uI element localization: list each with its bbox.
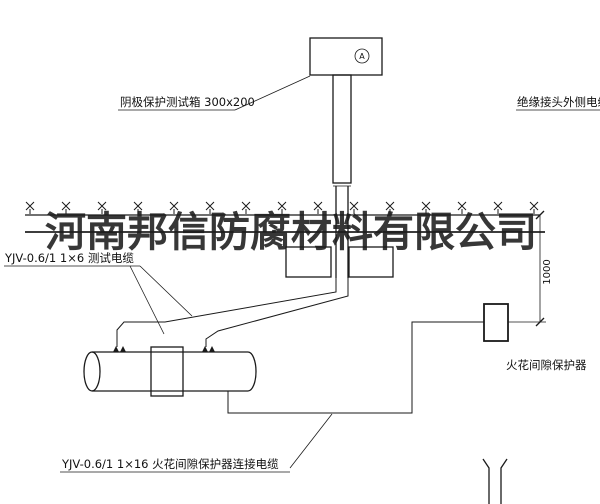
- test-cable-label: YJV-0.6/1 1×6 测试电缆: [4, 251, 134, 265]
- company-watermark: 河南邦信防腐材料有限公司: [25, 208, 545, 256]
- test-cable-b: [205, 278, 349, 347]
- pipe-right-end-cap: [247, 351, 257, 392]
- cable-weld-lugs-left: [113, 346, 126, 352]
- annotations: 阴极保护测试箱 300x200 绝缘接头外侧电缆 YJV-0.6/1 1×6 测…: [4, 75, 600, 473]
- test-box-leader-line: [234, 75, 311, 111]
- dimension-value-label: 1000: [542, 259, 553, 284]
- spark-gap-cable-leader: [289, 413, 333, 469]
- test-cable-callout: YJV-0.6/1 1×6 测试电缆: [4, 251, 193, 335]
- spark-gap-cable-callout: YJV-0.6/1 1×16 火花间隙保护器连接电缆: [60, 413, 333, 473]
- test-cable-leader-1: [139, 265, 193, 317]
- test-box: [309, 37, 383, 76]
- spark-gap-protector-callout: 火花间隙保护器: [506, 358, 587, 372]
- spark-gap-protector: [483, 303, 509, 342]
- pipe-left-end-cap: [83, 351, 101, 392]
- pipeline: [83, 346, 257, 397]
- test-box-label: 阴极保护测试箱 300x200: [120, 95, 255, 109]
- dimension-1000: 1000: [508, 210, 553, 327]
- spark-gap-connection-cable: [227, 321, 484, 414]
- test-box-callout: 阴极保护测试箱 300x200: [118, 75, 311, 111]
- test-box-assembly: A: [309, 37, 383, 278]
- dimension-tick-bottom: [535, 317, 545, 327]
- pipe-clamp-symbol: [482, 458, 508, 504]
- concrete-block-right: [348, 246, 394, 278]
- concrete-block-left: [285, 246, 332, 278]
- spark-gap-cable-label: YJV-0.6/1 1×16 火花间隙保护器连接电缆: [61, 457, 279, 471]
- cables: [116, 278, 484, 414]
- ammeter-symbol-circle: [354, 48, 370, 64]
- pipe-insulated-joint-flange: [150, 346, 184, 397]
- cable-weld-lugs-right: [202, 346, 215, 352]
- ammeter-letter: A: [359, 52, 365, 61]
- riser-conduit-upper: [332, 74, 352, 184]
- test-cable-a: [116, 278, 337, 347]
- spark-gap-protector-label: 火花间隙保护器: [506, 358, 587, 372]
- spark-gap-protector-box: [483, 303, 509, 342]
- dimension-tick-top: [535, 210, 545, 220]
- ground-surface: [25, 201, 540, 216]
- insulated-joint-cable-callout: 绝缘接头外侧电缆: [516, 95, 600, 111]
- test-cable-leader-2: [129, 265, 165, 335]
- concrete-anchor-blocks: [285, 246, 394, 278]
- insulated-joint-cable-label: 绝缘接头外侧电缆: [517, 95, 600, 109]
